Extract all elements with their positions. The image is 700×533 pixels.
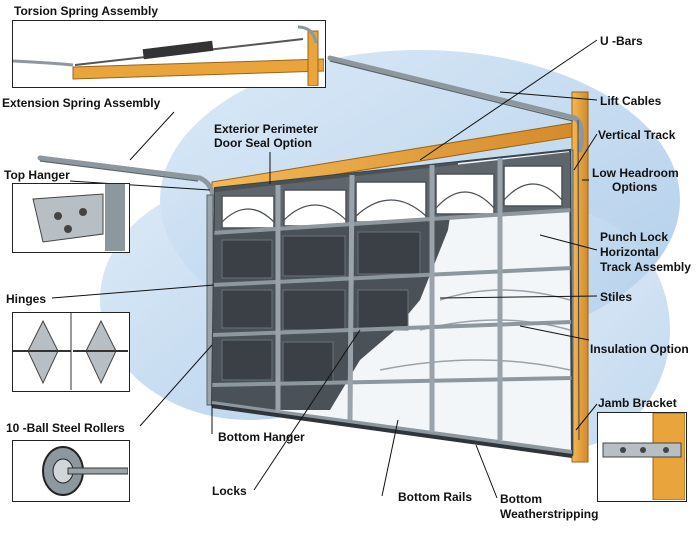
torsion-spring-inset: [12, 20, 326, 88]
hinges-inset: [12, 312, 130, 392]
label-insulation-option: Insulation Option: [590, 342, 689, 356]
leader-lines: [51, 39, 598, 499]
label-bottom-weatherstripping-line2: Weatherstripping: [500, 507, 599, 521]
label-bottom-rails: Bottom Rails: [398, 490, 473, 504]
label-vertical-track: Vertical Track: [598, 128, 676, 142]
torsion-spring-illustration: [12, 25, 325, 87]
label-lift-cables: Lift Cables: [600, 94, 662, 108]
jamb-bracket-icon: [602, 412, 686, 501]
hinge-icon: [13, 313, 128, 390]
label-bottom-weatherstripping-line1: Bottom: [500, 492, 542, 506]
top-hanger-inset: [12, 183, 130, 253]
label-low-headroom-line1: Low Headroom: [592, 166, 679, 180]
roller-inset: [12, 440, 130, 502]
label-locks: Locks: [212, 484, 247, 498]
label-punch-lock-line2: Horizontal: [600, 245, 659, 259]
label-exterior-perimeter-line1: Exterior Perimeter: [214, 122, 319, 136]
label-hinges: Hinges: [6, 292, 47, 306]
label-exterior-perimeter-line2: Door Seal Option: [214, 136, 313, 150]
roller-icon: [42, 446, 129, 496]
label-ball-steel-rollers: 10 -Ball Steel Rollers: [6, 421, 125, 435]
label-low-headroom-line2: Options: [612, 180, 658, 194]
horizontal-track: [37, 55, 585, 208]
hanger-bracket-icon: [32, 184, 125, 251]
label-u-bars: U -Bars: [600, 34, 643, 48]
label-top-hanger: Top Hanger: [4, 168, 70, 182]
lift-cable: [577, 119, 580, 441]
label-extension-spring-assembly: Extension Spring Assembly: [2, 96, 161, 110]
label-bottom-hanger: Bottom Hanger: [218, 430, 305, 444]
label-stiles: Stiles: [600, 290, 633, 304]
label-torsion-spring-assembly: Torsion Spring Assembly: [14, 4, 159, 18]
jamb-bracket-inset: [597, 412, 687, 502]
label-jamb-bracket: Jamb Bracket: [598, 396, 677, 410]
garage-door: [210, 148, 574, 458]
label-punch-lock-line1: Punch Lock: [600, 230, 669, 244]
label-punch-lock-line3: Track Assembly: [600, 260, 691, 274]
